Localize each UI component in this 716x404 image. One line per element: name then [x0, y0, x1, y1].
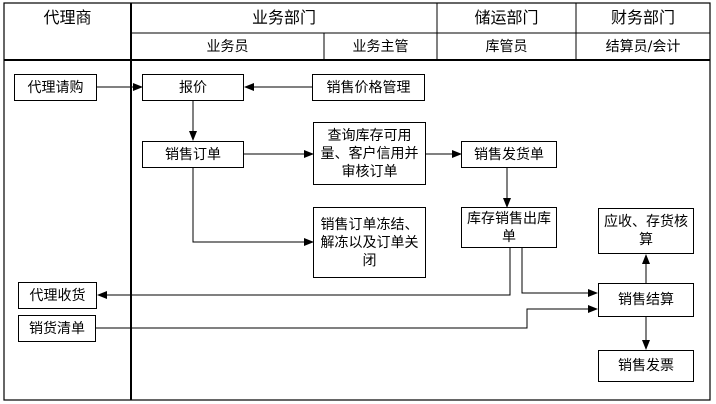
role-sales-supervisor: 业务主管: [352, 38, 409, 55]
role-warehouse-keeper: 库管员: [485, 38, 528, 55]
role-salesperson: 业务员: [206, 38, 249, 55]
node-sales-invoice: 销售发票: [598, 350, 694, 382]
node-sales-order: 销售订单: [142, 141, 244, 168]
logistics-dept-title: 储运部门: [474, 8, 539, 27]
node-sales-price-management: 销售价格管理: [312, 74, 425, 101]
node-order-freeze-unfreeze-close: 销售订单冻结、解冻以及订单关闭: [313, 207, 426, 278]
arrow-order-to-freeze: [192, 168, 314, 246]
arrow-outbound-to-receipt: [97, 248, 511, 299]
arrow-list-to-settlement: [96, 305, 598, 329]
swimlane-grid: [3, 2, 711, 401]
business-dept-title: 业务部门: [251, 8, 316, 27]
finance-dept-title: 财务部门: [610, 8, 675, 27]
arrow-outbound-to-settlement: [521, 248, 598, 297]
node-receivable-inventory-accounting: 应收、存货核算: [598, 208, 694, 254]
outer-border: [3, 2, 711, 401]
node-sales-delivery-order: 销售发货单: [461, 141, 557, 168]
node-check-inventory-credit: 查询库存可用量、客户信用并审核订单: [313, 122, 426, 185]
node-agent-receipt: 代理收货: [18, 282, 97, 309]
node-inventory-sales-outbound: 库存销售出库单: [461, 207, 557, 248]
agent-lane-title: 代理商: [43, 8, 92, 27]
node-sales-settlement: 销售结算: [598, 283, 694, 317]
node-agent-purchase-request: 代理请购: [14, 74, 97, 101]
role-accountant: 结算员/会计: [605, 38, 681, 55]
node-quotation: 报价: [142, 74, 244, 101]
node-sales-clearance-list: 销货清单: [18, 315, 96, 342]
